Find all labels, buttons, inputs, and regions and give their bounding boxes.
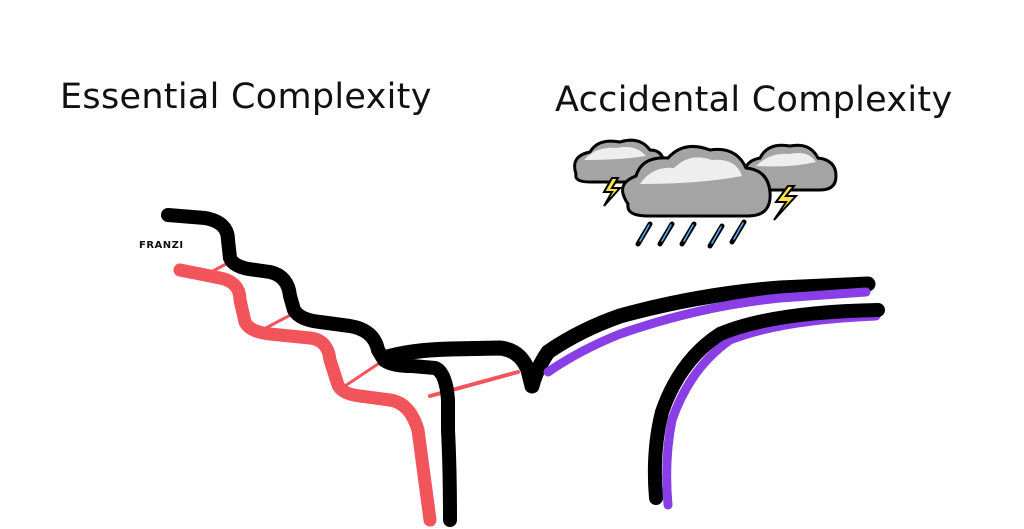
accidental-lower-shadow — [662, 311, 881, 510]
artist-signature: FRANZI — [139, 240, 184, 251]
cloud-left-highlight — [584, 147, 646, 160]
cloud-right-highlight — [756, 153, 816, 167]
essential-cliff-top — [163, 210, 233, 245]
rain-icon — [635, 219, 747, 249]
storm-cloud-icon — [573, 138, 838, 249]
accidental-lower-outline — [647, 303, 885, 505]
accidental-slopes — [543, 287, 885, 510]
essential-hatch-1 — [198, 262, 228, 280]
ledge-outline — [376, 276, 876, 394]
essential-complexity-label: Essential Complexity — [60, 77, 432, 117]
essential-staircase-shadow — [173, 263, 437, 527]
accidental-upper-shadow — [543, 287, 871, 377]
cloud-center-highlight — [640, 157, 742, 184]
essential-hatch-3 — [343, 358, 386, 388]
essential-staircase-outline — [161, 208, 457, 527]
valley-ledge — [376, 276, 876, 394]
lightning-icon — [602, 177, 623, 207]
cloud-center — [621, 144, 772, 218]
essential-staircase — [161, 208, 520, 527]
lightning-icon — [773, 185, 799, 221]
accidental-complexity-label: Accidental Complexity — [555, 80, 953, 120]
